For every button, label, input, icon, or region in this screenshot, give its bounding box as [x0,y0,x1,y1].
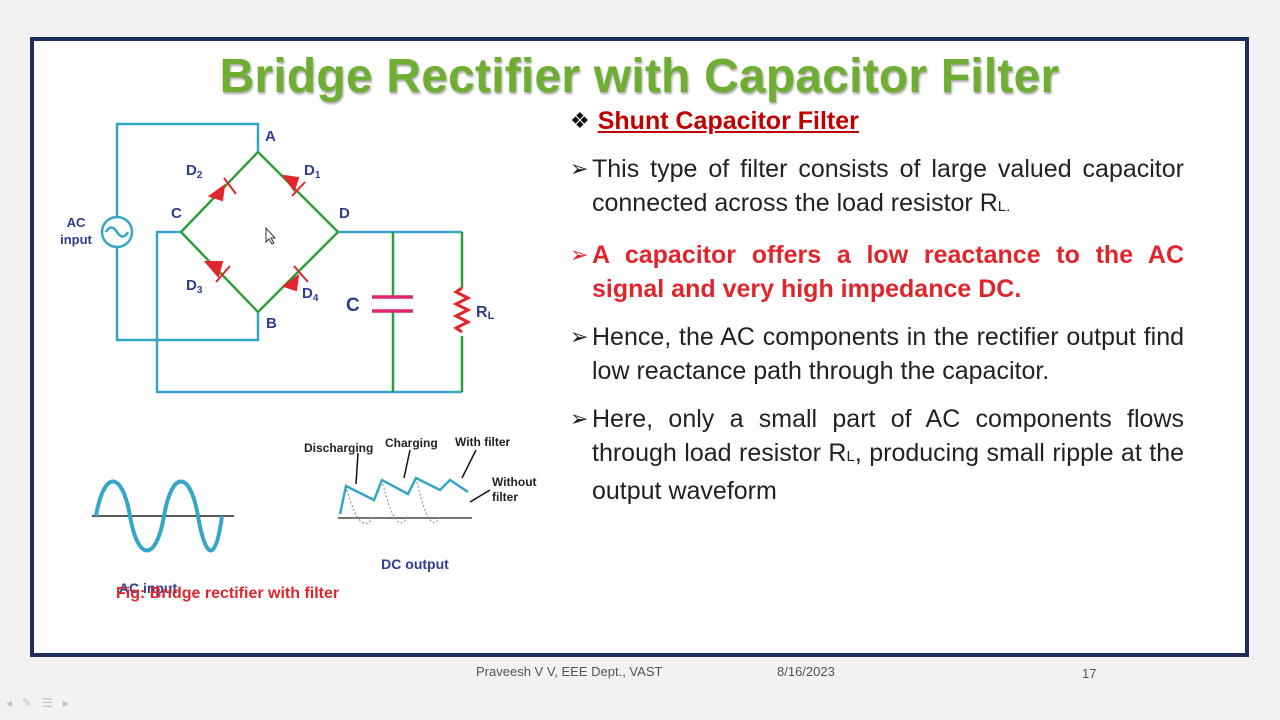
section-heading: ❖ Shunt Capacitor Filter [570,104,1184,138]
capacitor-label: C [346,295,360,316]
arrow-bullet-icon: ➢ [570,406,589,431]
arrow-bullet-icon: ➢ [570,156,589,181]
charging-label: Charging [385,436,438,450]
blue-wires [100,122,462,394]
node-c-label: C [171,205,182,222]
bullet-text: Hence, the AC components in the rectifie… [592,323,1184,385]
slide-title: Bridge Rectifier with Capacitor Filter [219,50,1060,103]
without-filter-label-1: Without [492,475,537,489]
arrow-bullet-icon: ➢ [570,242,589,267]
heading-text: Shunt Capacitor Filter [597,107,859,135]
bullet-text: This type of filter consists of large va… [592,155,1184,217]
dc-output-caption: DC output [381,556,449,572]
footer-author: Praveesh V V, EEE Dept., VAST [476,664,663,679]
capacitor-symbol [372,295,413,313]
ac-input-waveform [92,479,234,553]
bullet-item: ➢ This type of filter consists of large … [570,152,1184,224]
bullet-text: Here, only a small part of AC components… [592,405,1185,505]
diode-d4-label: D4 [302,285,319,304]
figure-caption: Fig: Bridge rectifier with filter [116,585,340,602]
resistor-symbol [452,286,472,334]
diode-d1 [281,174,306,197]
diode-d3 [203,261,231,283]
footer-date: 8/16/2023 [777,664,835,679]
mouse-cursor-icon [265,226,277,245]
without-filter-label-2: filter [492,490,518,504]
ac-input-label-2: input [60,232,92,247]
bullet-item: ➢ Hence, the AC components in the rectif… [570,320,1184,388]
diode-d1-label: D1 [304,162,321,181]
menu-icon[interactable]: ☰ [42,696,53,710]
diode-d2-label: D2 [186,162,203,181]
resistor-label: RL [476,304,495,322]
player-controls: ◂ ✎ ☰ ▸ [6,696,69,710]
bullet-item: ➢ A capacitor offers a low reactance to … [570,238,1184,306]
diode-d3-label: D3 [186,277,203,296]
diode-d2 [207,177,237,202]
node-a-label: A [265,128,276,145]
forward-icon[interactable]: ▸ [62,696,69,710]
slide-frame: Bridge Rectifier with Capacitor Filter [30,37,1249,657]
text-panel: ❖ Shunt Capacitor Filter ➢ This type of … [570,104,1184,522]
node-b-label: B [266,315,277,332]
discharging-label: Discharging [304,441,373,455]
ac-input-caption: AC input [119,580,178,596]
footer-page-number: 17 [1082,666,1097,681]
back-icon[interactable]: ◂ [6,696,13,710]
with-filter-label: With filter [455,435,511,449]
diamond-bullet-icon: ❖ [570,108,590,133]
arrow-bullet-icon: ➢ [570,324,589,349]
dc-output-waveform [338,449,491,524]
bullet-text: A capacitor offers a low reactance to th… [592,241,1184,303]
diode-d4 [281,265,309,292]
node-d-label: D [339,205,350,222]
bullet-item: ➢ Here, only a small part of AC componen… [570,402,1184,508]
ac-input-label-1: AC [67,215,86,230]
pen-icon[interactable]: ✎ [22,696,33,710]
